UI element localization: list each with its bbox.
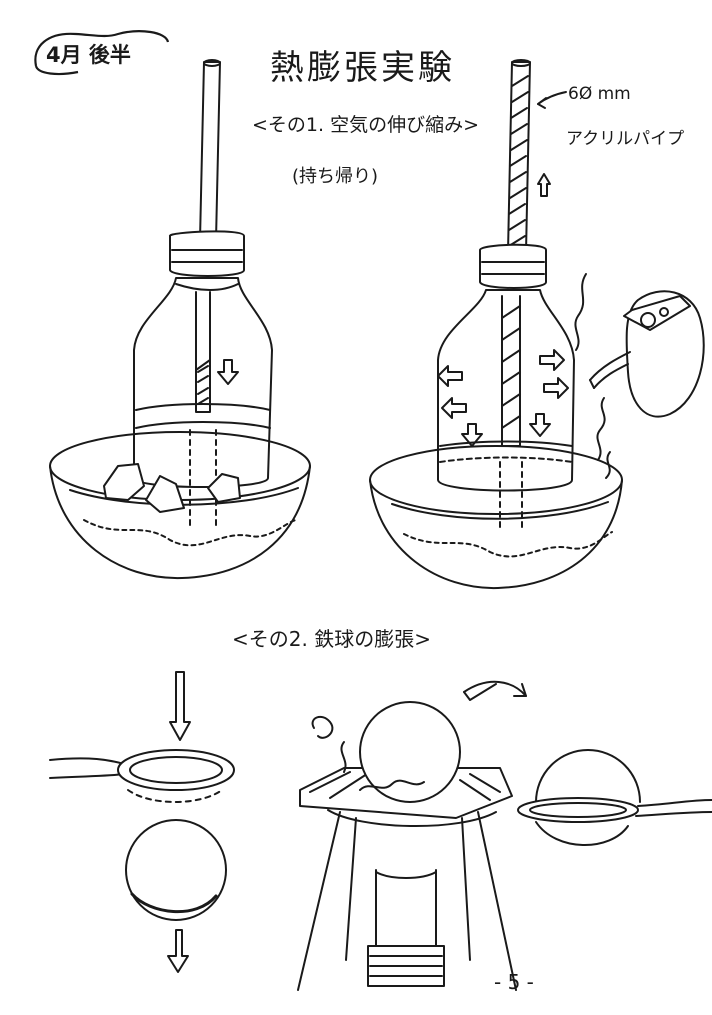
- experiment1-note: (持ち帰り): [292, 166, 379, 187]
- experiment1-subtitle: <その1. 空気の伸び縮み>: [252, 114, 480, 136]
- hot-bottle-illustration: [369, 59, 705, 590]
- pipe-size-label: 6Ø mm: [568, 84, 631, 104]
- ball-on-ring-illustration: [463, 680, 712, 846]
- cold-bottle-illustration: [49, 59, 311, 580]
- heated-ball-illustration: [297, 701, 517, 991]
- ring-and-ball-illustration: [49, 671, 235, 973]
- experiment2-subtitle: <その2. 鉄球の膨張>: [232, 627, 431, 651]
- month-label: 4月 後半: [46, 43, 131, 67]
- month-badge: 4月 後半: [28, 26, 178, 78]
- pipe-name-label: アクリルパイプ: [566, 129, 685, 149]
- page-title: 熱膨張実験: [270, 48, 455, 88]
